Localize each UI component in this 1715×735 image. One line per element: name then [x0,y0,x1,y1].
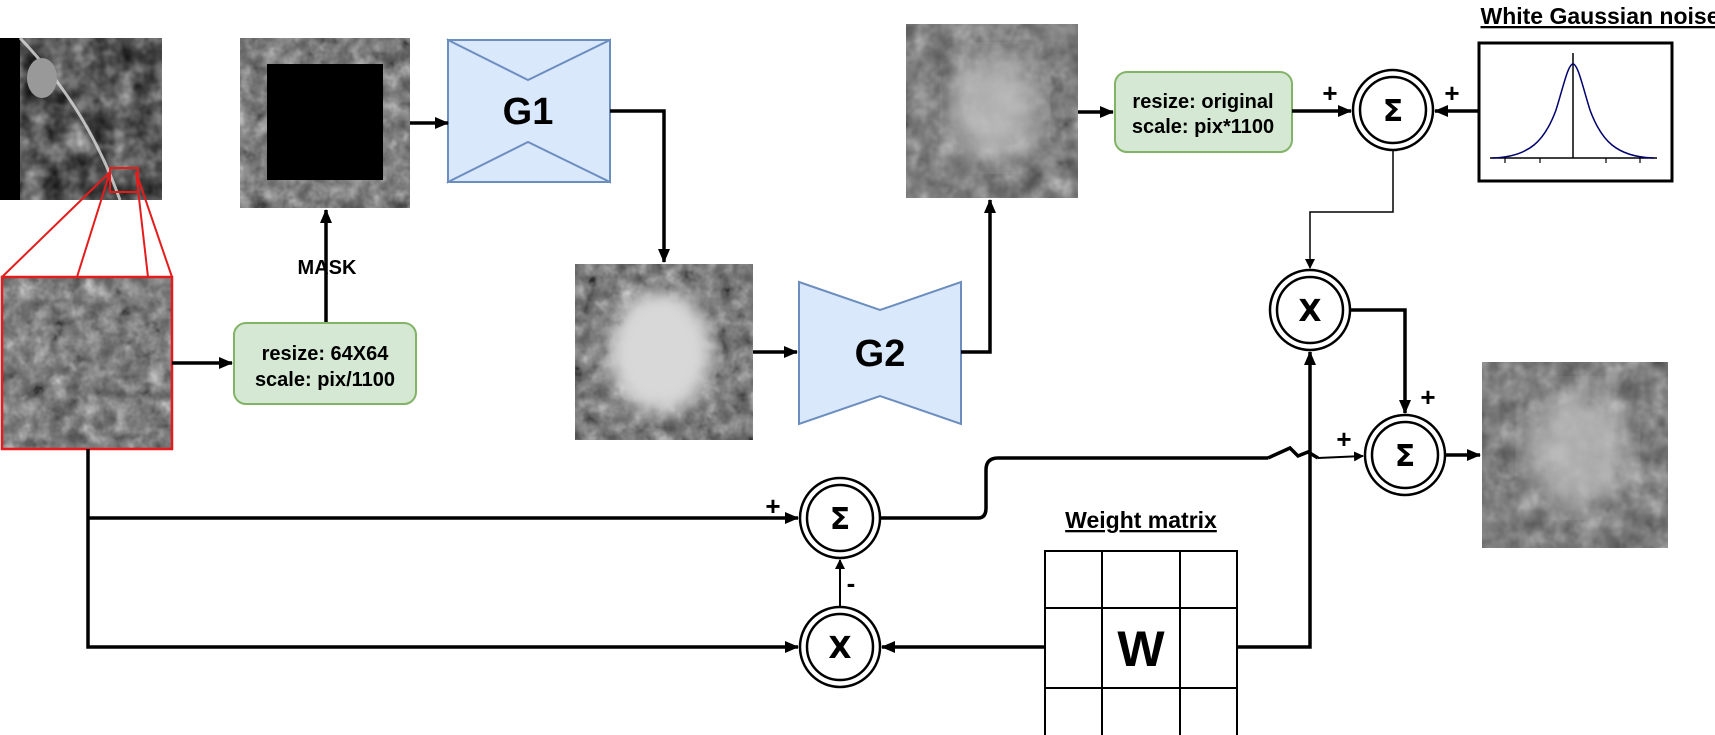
sum-node-final: Σ [1363,413,1447,497]
plus-sign-noise: + [1444,78,1459,108]
resize-input-line2: scale: pix/1100 [255,369,395,391]
mask-label: MASK [298,257,357,279]
generator-g2: G2 [798,280,962,426]
mult-symbol: X [828,631,851,666]
minus-sign: - [847,568,856,598]
g1-output-image [575,264,753,440]
roi-zoom-lines [1,171,173,278]
noise-title: White Gaussian noise [1481,3,1715,29]
weight-matrix: W [1044,550,1238,735]
sum-node-residual: Σ [798,476,882,560]
connections [86,105,1481,653]
mult-node-weight-input: X [798,605,882,689]
resize-output-line1: resize: original [1132,91,1273,113]
masked-patch-image [240,38,410,208]
generator-g1: G1 [446,38,611,184]
weight-symbol: W [1117,621,1165,677]
plus-sign-resize: + [1322,78,1337,108]
resize-input-line1: resize: 64X64 [262,343,390,365]
g2-output-image [906,24,1078,198]
final-output-image [1482,362,1668,548]
mult-node-weight-noise: X [1268,268,1352,352]
gaussian-curve [1491,63,1655,159]
g1-label: G1 [503,91,554,133]
sum-symbol: Σ [830,502,851,537]
plus-sign-input: + [765,491,780,521]
plus-sign-weighted-noise: + [1420,382,1435,412]
roi-patch-image [0,275,174,451]
resize-output-box: resize: original scale: pix*1100 [1114,71,1293,153]
sum-symbol: Σ [1395,439,1416,474]
resize-output-line2: scale: pix*1100 [1132,116,1274,138]
mammogram-image [0,36,162,201]
mult-symbol: X [1298,294,1321,329]
sum-node-noise: Σ [1351,68,1435,152]
mask-square [267,64,383,180]
plus-sign-residual: + [1336,424,1351,454]
resize-input-box: resize: 64X64 scale: pix/1100 [233,322,417,405]
sum-symbol: Σ [1383,94,1404,129]
gaussian-noise-plot [1477,41,1674,183]
g2-label: G2 [855,333,906,375]
weight-title: Weight matrix [1065,507,1217,533]
